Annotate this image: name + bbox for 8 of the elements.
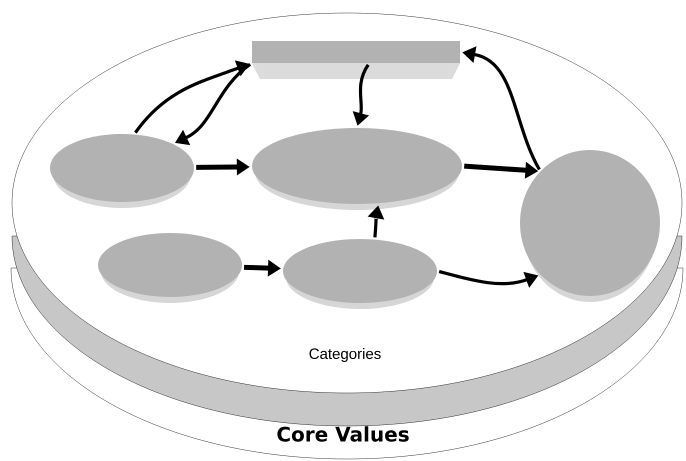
flat-box bbox=[252, 41, 460, 79]
disc bbox=[283, 239, 437, 309]
disc bbox=[50, 134, 194, 208]
platform-label: Core Values bbox=[277, 426, 409, 442]
disc bbox=[98, 233, 242, 303]
node-label: Categories bbox=[310, 348, 381, 362]
disc bbox=[252, 128, 462, 210]
round-disc bbox=[520, 150, 660, 302]
